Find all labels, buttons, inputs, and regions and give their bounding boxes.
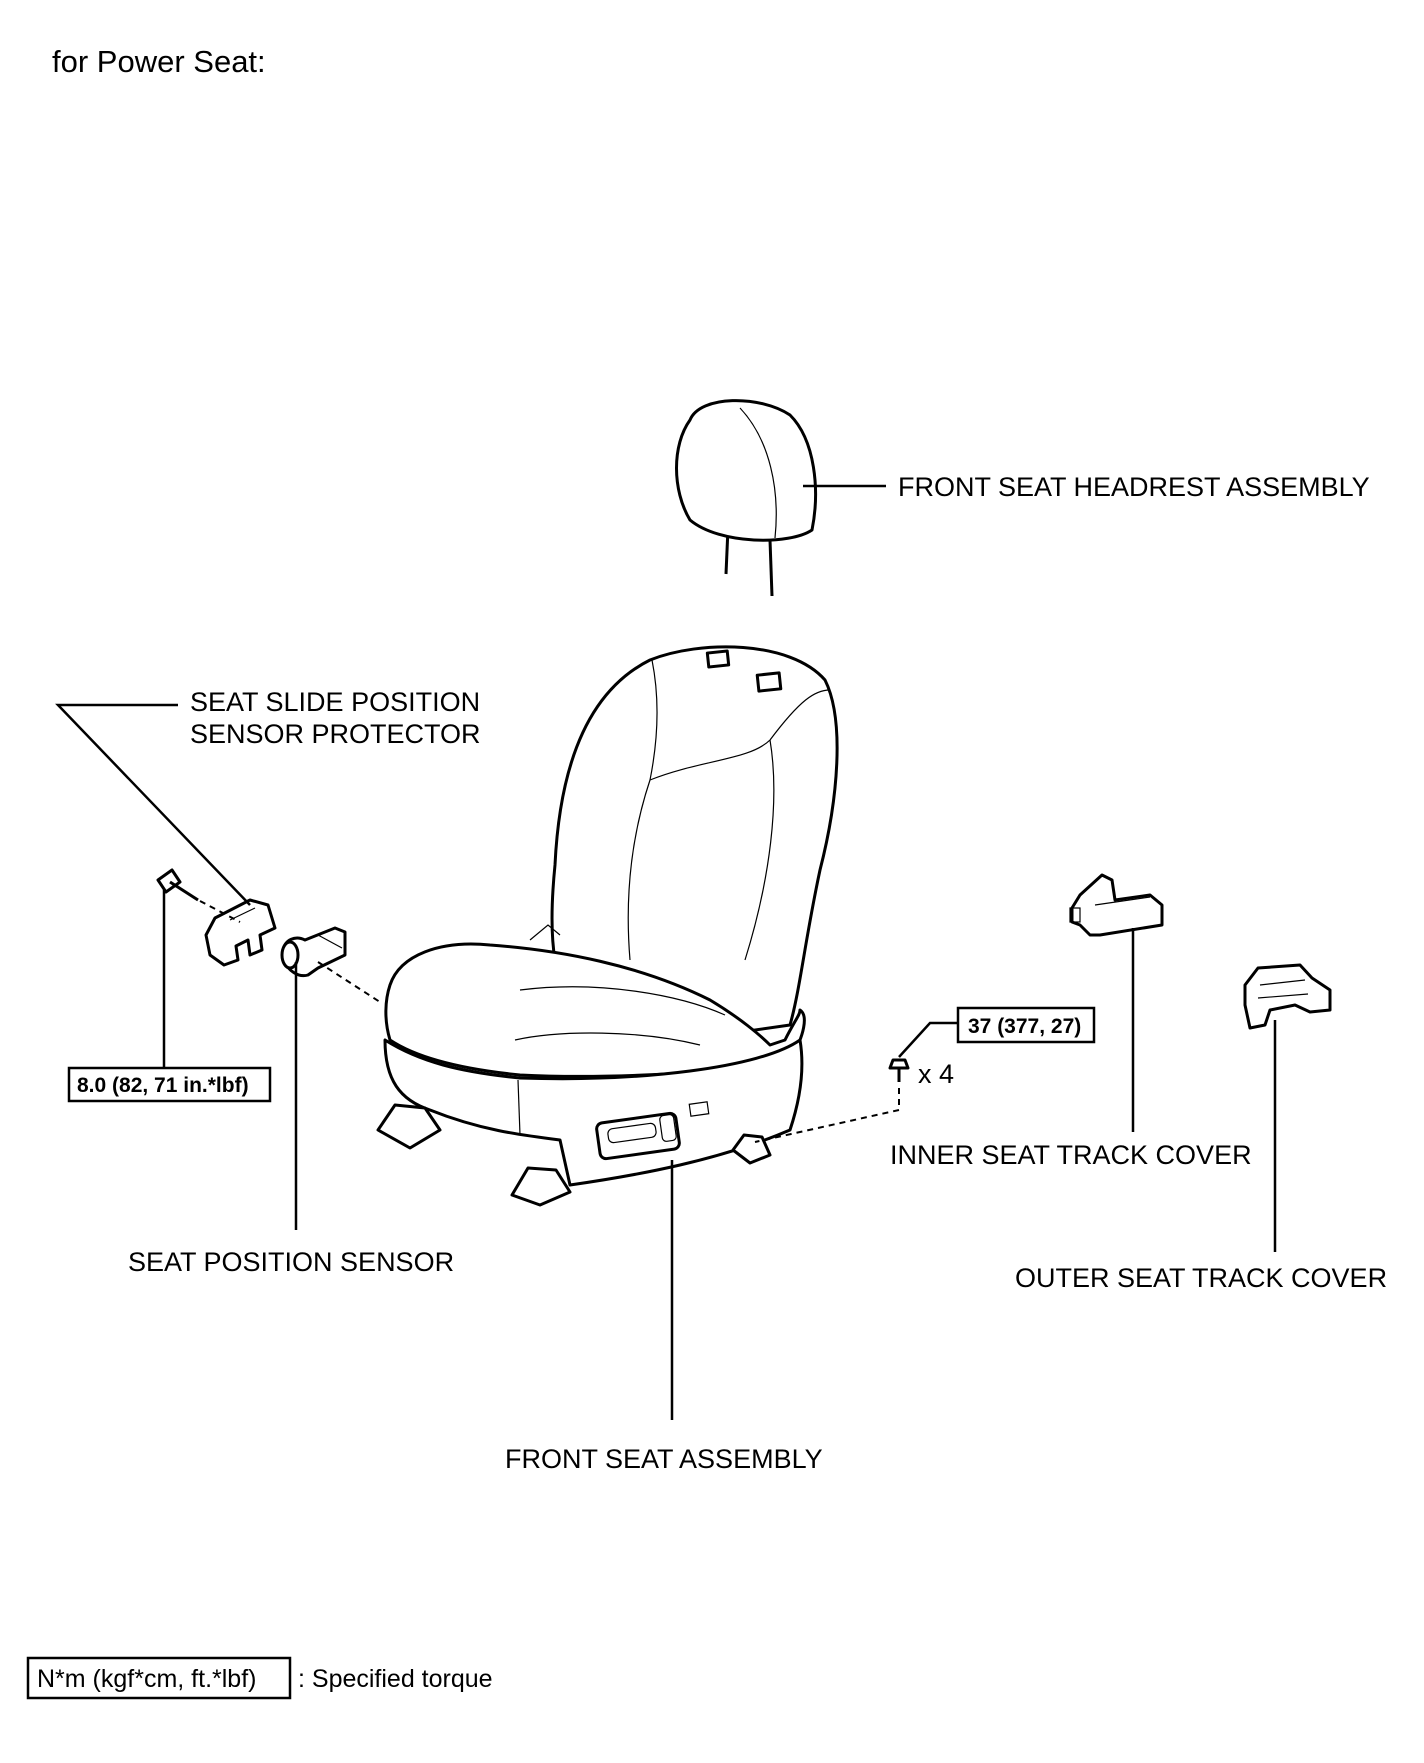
torque-value-sensor-bolt: 8.0 (82, 71 in.*lbf) <box>77 1074 249 1097</box>
position-sensor-label: SEAT POSITION SENSOR <box>128 1247 454 1277</box>
headrest-illustration <box>675 399 817 597</box>
diagram-title: for Power Seat: <box>52 44 266 79</box>
protector-leader <box>55 703 251 906</box>
torque-box-sensor-bolt <box>67 1066 272 1103</box>
sensor-protector-illustration <box>204 898 277 967</box>
seat-bolt-dash-line <box>754 1088 900 1143</box>
front-seat-illustration <box>376 645 839 1207</box>
bolt-dash-line <box>199 900 241 923</box>
legend-torque-box <box>26 1656 292 1700</box>
protector-label-line1: SEAT SLIDE POSITION <box>190 687 480 717</box>
position-sensor-illustration <box>280 926 347 978</box>
bolt-count-label: x 4 <box>918 1059 954 1089</box>
protector-label-line2: SENSOR PROTECTOR <box>190 719 481 749</box>
headrest-label: FRONT SEAT HEADREST ASSEMBLY <box>898 472 1370 502</box>
sensor-dash-line <box>317 961 381 1003</box>
torque-value-seat-bolt: 37 (377, 27) <box>968 1015 1081 1038</box>
front-seat-label: FRONT SEAT ASSEMBLY <box>505 1444 823 1474</box>
sensor-bolt-illustration <box>156 868 199 902</box>
seat-bolt-illustration <box>888 1058 910 1082</box>
seat-bolt-leader <box>898 1021 958 1058</box>
legend-unit: N*m (kgf*cm, ft.*lbf) <box>37 1665 256 1693</box>
inner-cover-illustration <box>1069 873 1164 937</box>
outer-cover-label: OUTER SEAT TRACK COVER <box>1015 1263 1387 1293</box>
inner-cover-label: INNER SEAT TRACK COVER <box>890 1140 1252 1170</box>
torque-box-seat-bolt <box>956 1006 1096 1044</box>
outer-cover-illustration <box>1243 963 1332 1030</box>
legend-description: : Specified torque <box>298 1665 493 1693</box>
